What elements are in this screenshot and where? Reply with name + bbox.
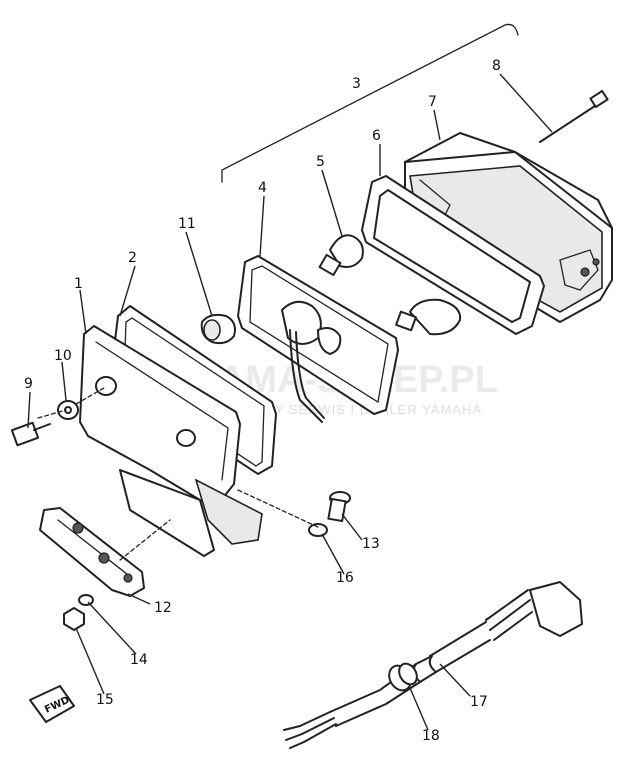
label-part-14: 14 — [130, 652, 148, 668]
assembly-bracket — [221, 23, 519, 183]
label-part-8: 8 — [492, 58, 501, 74]
label-part-3: 3 — [352, 76, 361, 92]
label-part-13: 13 — [362, 536, 380, 552]
wire-harness-part — [283, 581, 583, 749]
label-part-6: 6 — [372, 128, 381, 144]
grommet-part — [200, 313, 236, 345]
label-part-10: 10 — [54, 348, 72, 364]
nut-washer-part — [78, 594, 94, 606]
housing-gasket-part — [361, 175, 545, 335]
label-part-2: 2 — [128, 250, 137, 266]
label-part-5: 5 — [316, 154, 325, 170]
label-part-11: 11 — [178, 216, 196, 232]
bulb-upper-part — [318, 234, 364, 277]
license-lamp-lens-part — [39, 507, 145, 597]
label-part-18: 18 — [422, 728, 440, 744]
connector-grommet-part — [388, 662, 418, 692]
label-part-1: 1 — [74, 276, 83, 292]
nut-part — [63, 607, 85, 631]
bolt-part — [10, 421, 51, 447]
washer-part — [57, 400, 79, 420]
lamp-base-part — [237, 255, 399, 423]
screw-part — [327, 491, 351, 523]
label-part-4: 4 — [258, 180, 267, 196]
lens-part — [79, 325, 263, 557]
long-screw-part — [539, 89, 609, 143]
bulb-lower-part — [395, 298, 462, 336]
label-part-9: 9 — [24, 376, 33, 392]
leader-lines — [27, 73, 553, 731]
label-part-17: 17 — [470, 694, 488, 710]
part-labels: 1 2 3 4 5 6 7 8 9 10 11 12 13 14 15 16 1… — [24, 58, 501, 744]
label-part-7: 7 — [428, 94, 437, 110]
forward-direction-mark: FWD — [29, 685, 75, 723]
label-part-12: 12 — [154, 600, 172, 616]
label-part-15: 15 — [96, 692, 114, 708]
label-part-16: 16 — [336, 570, 354, 586]
small-washer-part — [308, 523, 328, 537]
